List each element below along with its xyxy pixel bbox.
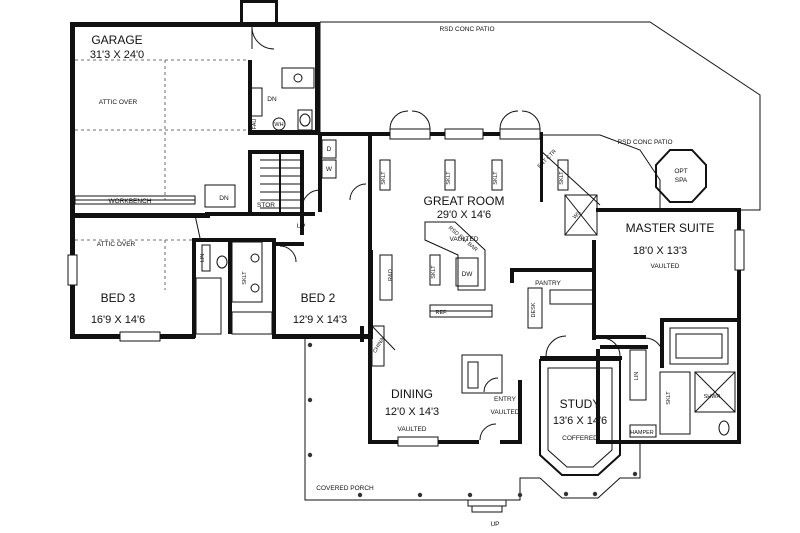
label-lin-hall: LIN — [200, 254, 206, 263]
label-sklt-1: SKLT — [381, 171, 387, 185]
label-opt-spa-2: SPA — [675, 177, 688, 184]
study-dims: 13'6 X 14'6 — [553, 415, 607, 427]
bed3-dims: 16'9 X 14'6 — [91, 314, 145, 326]
label-dn-stair: DN — [219, 195, 229, 202]
study-note: COFFERED — [562, 435, 598, 442]
label-attic-over-garage: ATTIC OVER — [99, 99, 138, 106]
label-rsd-patio-right: RSD CONC PATIO — [617, 139, 672, 146]
covered-porch — [304, 335, 641, 513]
bed2 — [272, 242, 373, 339]
label-sklt-4: SKLT — [559, 171, 565, 185]
dining-name: DINING — [391, 387, 433, 401]
great-room-note: VAULTED — [449, 236, 478, 243]
opt-spa — [655, 149, 707, 203]
kitchen — [379, 240, 596, 340]
label-up-porch: UP — [490, 521, 499, 528]
label-w: W — [326, 166, 333, 173]
study-name: STUDY — [560, 397, 601, 411]
great-room — [318, 110, 601, 291]
label-ws: WS — [572, 210, 583, 221]
label-fau: FAU — [252, 119, 258, 130]
label-sklt-2: SKLT — [446, 171, 452, 185]
label-sklt-5: SKLT — [431, 265, 437, 279]
label-ent-ctr: ENT CTR — [537, 149, 558, 170]
bed3 — [67, 213, 222, 342]
label-rsd-patio-top: RSD CONC PATIO — [439, 26, 494, 33]
label-covered-porch: COVERED PORCH — [316, 485, 374, 492]
entry-name: ENTRY — [494, 396, 517, 403]
label-shwr: SHWR — [704, 394, 721, 400]
great-room-dims: 29'0 X 14'6 — [437, 209, 491, 221]
entry-note: VAULTED — [490, 409, 519, 416]
label-workbench: WORKBENCH — [109, 198, 152, 205]
label-d: D — [327, 146, 332, 153]
label-lin-master: LIN — [634, 372, 640, 381]
label-dn-garage: DN — [267, 96, 277, 103]
hall-bath-stair — [194, 150, 321, 335]
label-sklt-bath: SKLT — [242, 271, 248, 285]
label-attic-over-bed3: ATTIC OVER — [97, 241, 136, 248]
master-suite-name: MASTER SUITE — [626, 221, 715, 235]
dining-dims: 12'0 X 14'3 — [385, 406, 439, 418]
garage — [70, 0, 320, 217]
label-up-stair: UP — [296, 223, 305, 230]
bed2-dims: 12'9 X 14'3 — [293, 314, 347, 326]
master-suite — [596, 208, 745, 444]
bed2-name: BED 2 — [301, 291, 336, 305]
label-wh: WH — [274, 122, 283, 128]
garage-name: GARAGE — [91, 33, 142, 47]
label-pantry: PANTRY — [535, 280, 561, 287]
label-opt-spa-1: OPT — [674, 168, 687, 175]
entry — [461, 354, 522, 444]
label-stor: STOR — [257, 202, 275, 209]
dining — [360, 325, 478, 447]
garage-dims: 31'3 X 24'0 — [90, 49, 144, 61]
great-room-name: GREAT ROOM — [424, 194, 505, 208]
label-desk: DESK — [531, 302, 537, 317]
label-ro: R&O — [388, 268, 394, 281]
study — [539, 335, 622, 476]
label-sklt-3: SKLT — [493, 171, 499, 185]
bed3-name: BED 3 — [101, 291, 136, 305]
label-sklt-master: SKLT — [666, 391, 672, 405]
dining-note: VAULTED — [397, 426, 426, 433]
label-hamper: HAMPER — [630, 430, 654, 436]
label-ref: REF — [436, 310, 448, 316]
labels: RSD CONC PATIO RSD CONC PATIO OPT SPA GA… — [90, 26, 721, 528]
label-dw: DW — [462, 271, 474, 278]
master-suite-dims: 18'0 X 13'3 — [633, 245, 687, 257]
master-suite-note: VAULTED — [650, 263, 679, 270]
